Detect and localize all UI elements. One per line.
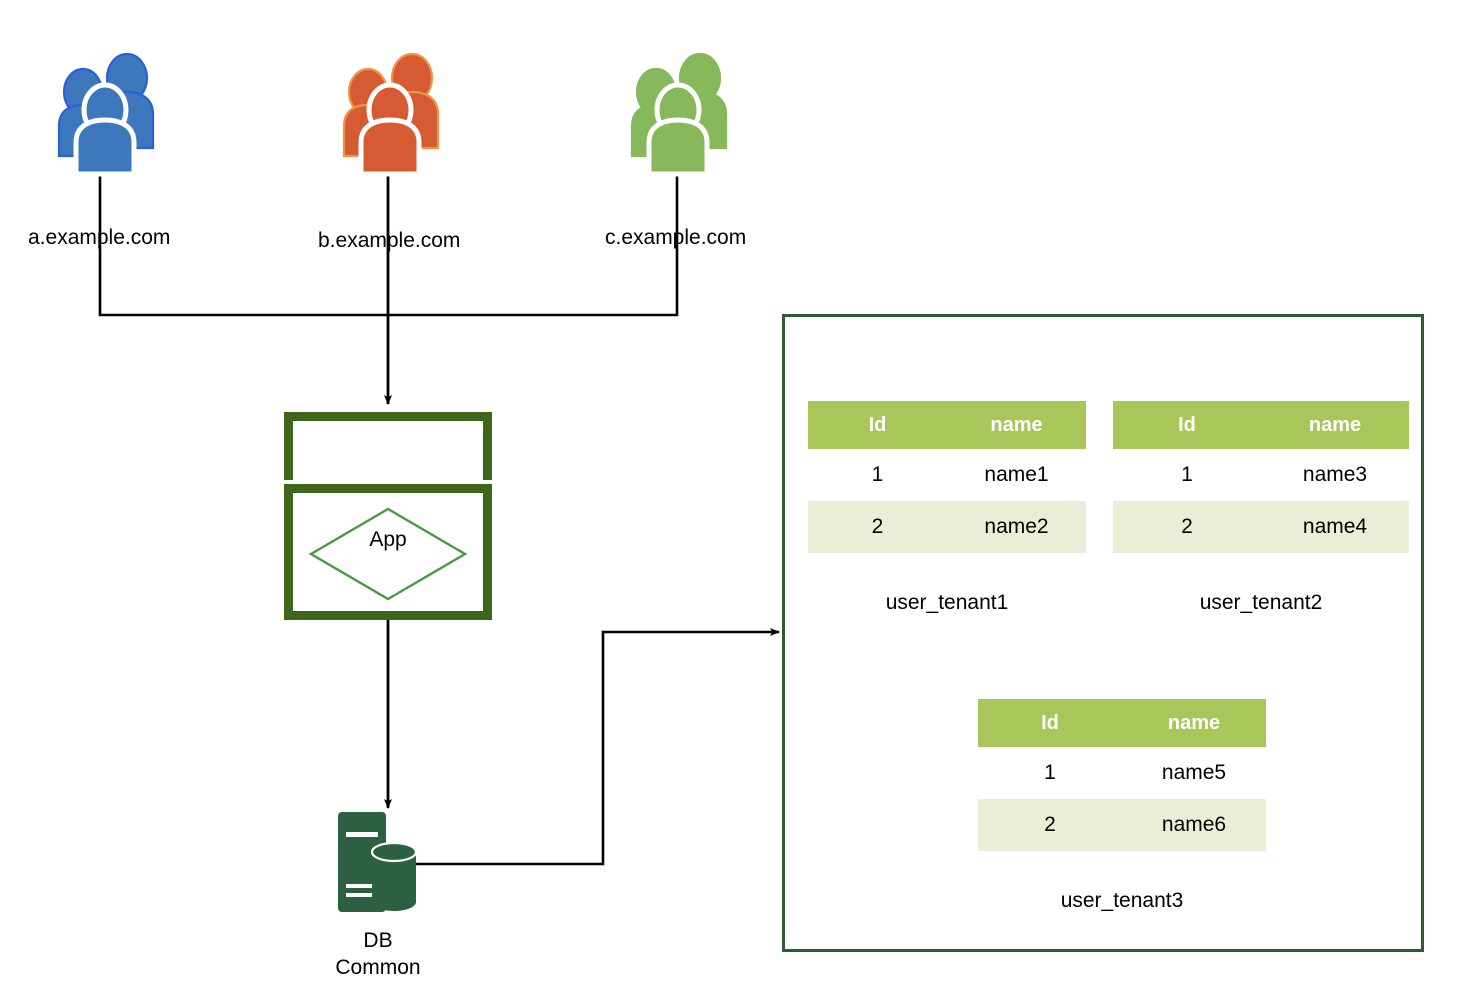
- cell-name: name3: [1261, 449, 1409, 501]
- tenant-table-user_tenant2[interactable]: Id name 1 name3 2 name4 user_tenant2: [1113, 401, 1409, 615]
- table-header-row: Id name: [1113, 401, 1409, 449]
- tenant-table-user_tenant1[interactable]: Id name 1 name1 2 name2 user_tenant1: [808, 401, 1086, 615]
- table-grid: Id name 1 name5 2 name6: [978, 699, 1266, 851]
- cell-name: name1: [947, 449, 1086, 501]
- user-group-icon: [57, 52, 155, 177]
- database-label-line2: Common: [335, 955, 421, 979]
- table-row[interactable]: 2 name6: [978, 799, 1266, 851]
- cell-id: 2: [1113, 501, 1261, 553]
- user-group-icon-tenant-c[interactable]: [616, 48, 746, 178]
- table-row[interactable]: 1 name5: [978, 747, 1266, 799]
- database-node[interactable]: [336, 808, 420, 916]
- column-header-id: Id: [1113, 401, 1261, 449]
- cell-id: 1: [978, 747, 1122, 799]
- database-label: DB Common: [278, 928, 478, 982]
- column-header-name: name: [947, 401, 1086, 449]
- cell-name: name4: [1261, 501, 1409, 553]
- database-server-icon: [338, 812, 418, 912]
- table-grid: Id name 1 name3 2 name4: [1113, 401, 1409, 553]
- cell-name: name5: [1122, 747, 1266, 799]
- cell-id: 2: [808, 501, 947, 553]
- tenant-a-domain-label: a.example.com: [28, 226, 171, 249]
- column-header-name: name: [1122, 699, 1266, 747]
- column-header-id: Id: [808, 401, 947, 449]
- user-group-icon-tenant-b[interactable]: [328, 48, 458, 178]
- diamond-icon: [308, 507, 468, 601]
- user-group-icon-tenant-a[interactable]: [43, 48, 173, 178]
- tenant-c-domain-label: c.example.com: [605, 226, 747, 249]
- column-header-name: name: [1261, 401, 1409, 449]
- user-group-icon: [630, 52, 728, 177]
- column-header-id: Id: [978, 699, 1122, 747]
- tenant-b-domain-label: b.example.com: [318, 229, 461, 252]
- table-caption: user_tenant1: [885, 591, 1009, 614]
- table-row[interactable]: 1 name3: [1113, 449, 1409, 501]
- table-row[interactable]: 2 name2: [808, 501, 1086, 553]
- table-caption: user_tenant3: [1060, 889, 1184, 912]
- table-header-row: Id name: [978, 699, 1266, 747]
- user-group-icon: [342, 52, 440, 177]
- table-grid: Id name 1 name1 2 name2: [808, 401, 1086, 553]
- table-row[interactable]: 1 name1: [808, 449, 1086, 501]
- table-header-row: Id name: [808, 401, 1086, 449]
- app-node[interactable]: App: [284, 412, 492, 620]
- tenant-table-user_tenant3[interactable]: Id name 1 name5 2 name6 user_tenant3: [978, 699, 1266, 913]
- table-row[interactable]: 2 name4: [1113, 501, 1409, 553]
- cell-id: 1: [808, 449, 947, 501]
- connector-db-to-tables: [414, 628, 780, 866]
- cell-id: 1: [1113, 449, 1261, 501]
- table-caption: user_tenant2: [1199, 591, 1323, 614]
- cell-name: name6: [1122, 799, 1266, 851]
- cell-name: name2: [947, 501, 1086, 553]
- cell-id: 2: [978, 799, 1122, 851]
- database-label-line1: DB: [363, 929, 393, 952]
- tenant-tables-container: Id name 1 name1 2 name2 user_tenant1: [782, 314, 1424, 952]
- package-tab-icon: [284, 412, 492, 480]
